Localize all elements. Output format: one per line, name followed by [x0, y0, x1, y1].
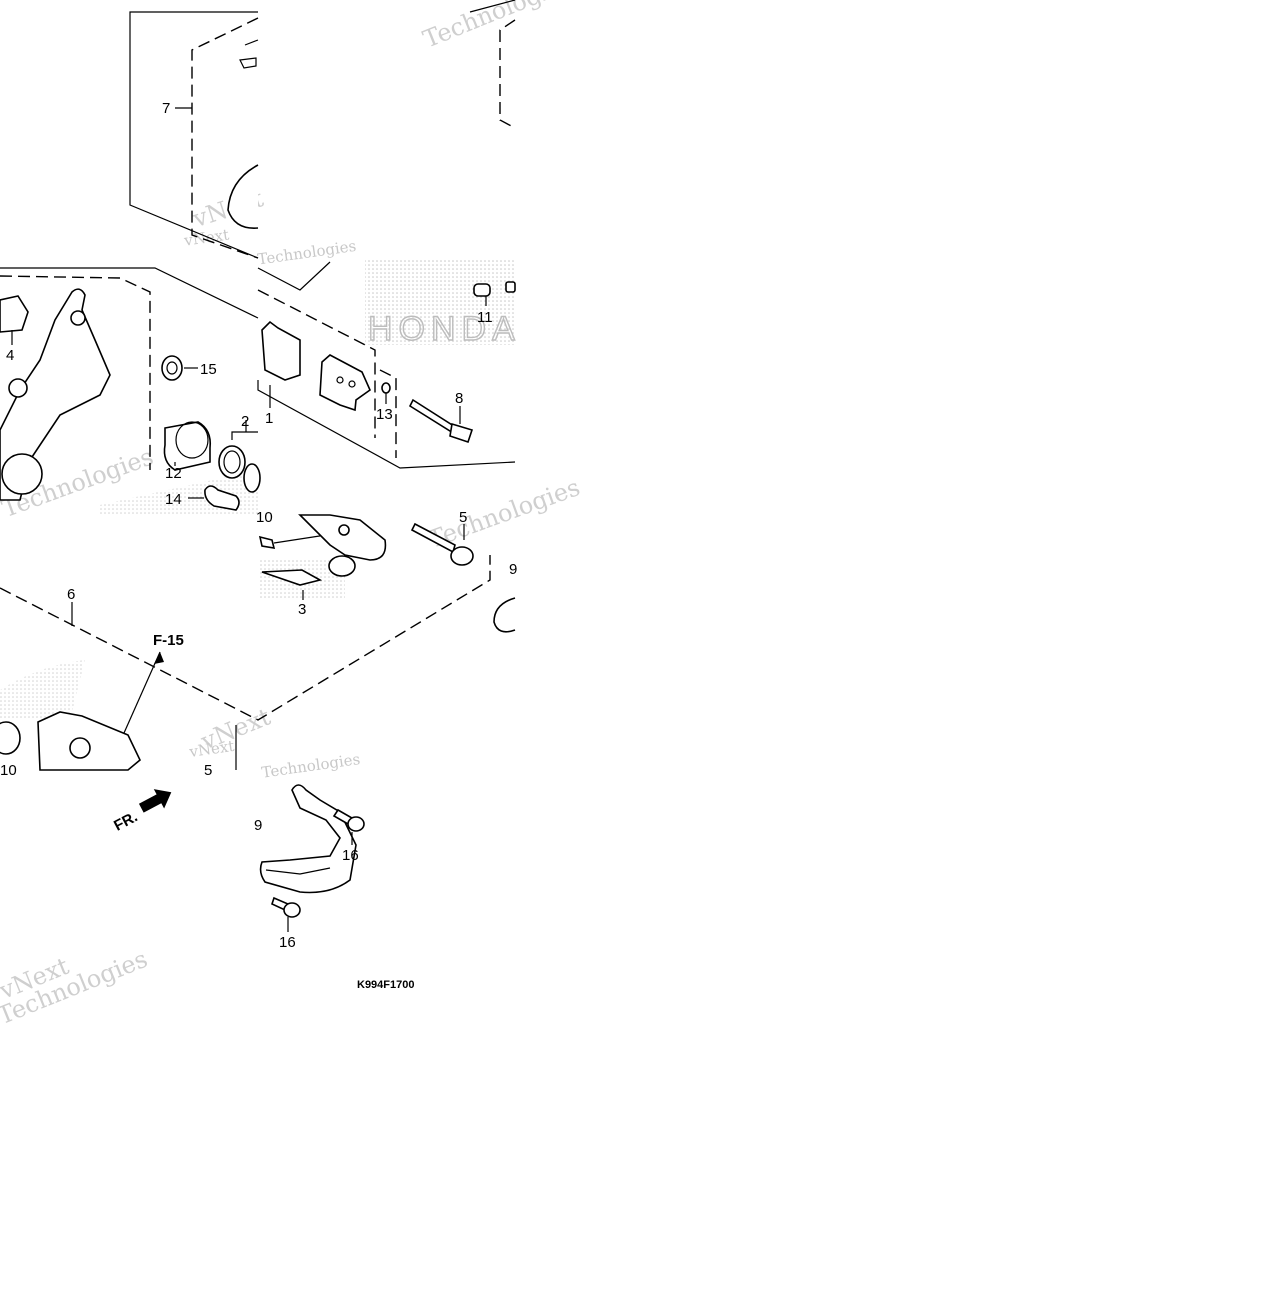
callout-12: 12 — [165, 465, 182, 482]
dust-seal — [243, 463, 261, 493]
front-direction-label: FR. — [111, 808, 140, 834]
panel-left: 4 15 12 2 14 — [0, 267, 261, 511]
caliper-assembly — [37, 711, 141, 771]
caliper-bracket — [0, 288, 111, 501]
callout-16-upper: 16 — [342, 847, 359, 864]
callout-16-lower: 16 — [279, 934, 296, 951]
front-arrow-icon — [138, 789, 172, 813]
caliper-body — [298, 514, 387, 561]
boot-seal — [161, 355, 183, 381]
callout-9-guard: 9 — [254, 817, 262, 834]
callout-8: 8 — [455, 390, 463, 407]
pad-pin-head — [449, 422, 474, 444]
callout-3: 3 — [298, 601, 306, 618]
section-reference: F-15 — [153, 632, 184, 649]
callout-5: 5 — [459, 509, 467, 526]
callout-4: 4 — [6, 347, 14, 364]
callout-9: 9 — [509, 561, 517, 578]
slide-pin-head — [450, 546, 474, 566]
watermark-text: Technologies — [419, 0, 577, 54]
pad-spring-clip — [381, 382, 391, 394]
piston — [163, 421, 212, 471]
watermark-text: Technologies — [260, 750, 361, 782]
hose-fitting — [239, 39, 259, 69]
bracket-hole — [8, 378, 28, 398]
guard-bolt-head — [283, 902, 301, 918]
caliper-assembly-seal — [0, 721, 21, 755]
callout-7: 7 — [162, 100, 170, 117]
brand-watermark: HONDA — [368, 310, 521, 348]
bracket-hole — [70, 310, 86, 326]
brake-guard-fragment — [493, 597, 516, 633]
hose-loop — [227, 164, 259, 229]
bleeder-cap — [473, 283, 491, 297]
watermark-text: Technologies — [256, 237, 357, 269]
bleeder-screw — [505, 281, 516, 293]
watermark-layer: Technologies — [260, 750, 361, 782]
pad-retainer — [261, 569, 323, 586]
guard-bolt-head — [347, 816, 365, 832]
brake-guard — [259, 784, 357, 894]
dotted-background — [0, 660, 85, 720]
front-marker: FR. — [111, 789, 172, 835]
panel-guard: 9 16 16 — [254, 784, 365, 951]
panel-top-right — [257, 0, 516, 291]
panel-pads: 1 13 8 11 — [257, 281, 516, 469]
callout-5-assembly: 5 — [204, 762, 212, 779]
panel-caliper: 10 3 5 9 — [256, 509, 517, 633]
watermark-layer: vNext — [187, 737, 235, 761]
watermark-layer: Technologies — [419, 0, 577, 54]
callout-1: 1 — [265, 410, 273, 427]
panel-assembly: 6 F-15 10 5 — [0, 555, 491, 779]
caliper-boss — [328, 555, 356, 577]
callout-15: 15 — [200, 361, 217, 378]
callout-11: 11 — [477, 309, 493, 326]
piston-seal — [218, 445, 246, 479]
callout-14: 14 — [165, 491, 182, 508]
slide-pin — [204, 485, 240, 511]
reference-arrowhead — [154, 652, 164, 664]
bracket-pin — [0, 295, 29, 333]
callout-10: 10 — [256, 509, 273, 526]
panel-top-left: 7 — [129, 11, 259, 259]
drawing-code: K994F1700 — [357, 979, 415, 991]
brake-pad — [261, 320, 301, 381]
callout-6: 6 — [67, 586, 75, 603]
brake-pad — [319, 354, 371, 412]
watermark-text: vNext — [187, 737, 235, 761]
reference-leader — [119, 651, 161, 743]
watermark-layer: Technologies — [256, 237, 357, 269]
callout-13: 13 — [376, 406, 393, 423]
dotted-background — [365, 258, 515, 345]
bracket-boss — [1, 453, 43, 495]
callout-10-assembly: 10 — [0, 762, 17, 779]
caliper-bolt — [258, 535, 276, 549]
callout-2: 2 — [241, 413, 249, 430]
